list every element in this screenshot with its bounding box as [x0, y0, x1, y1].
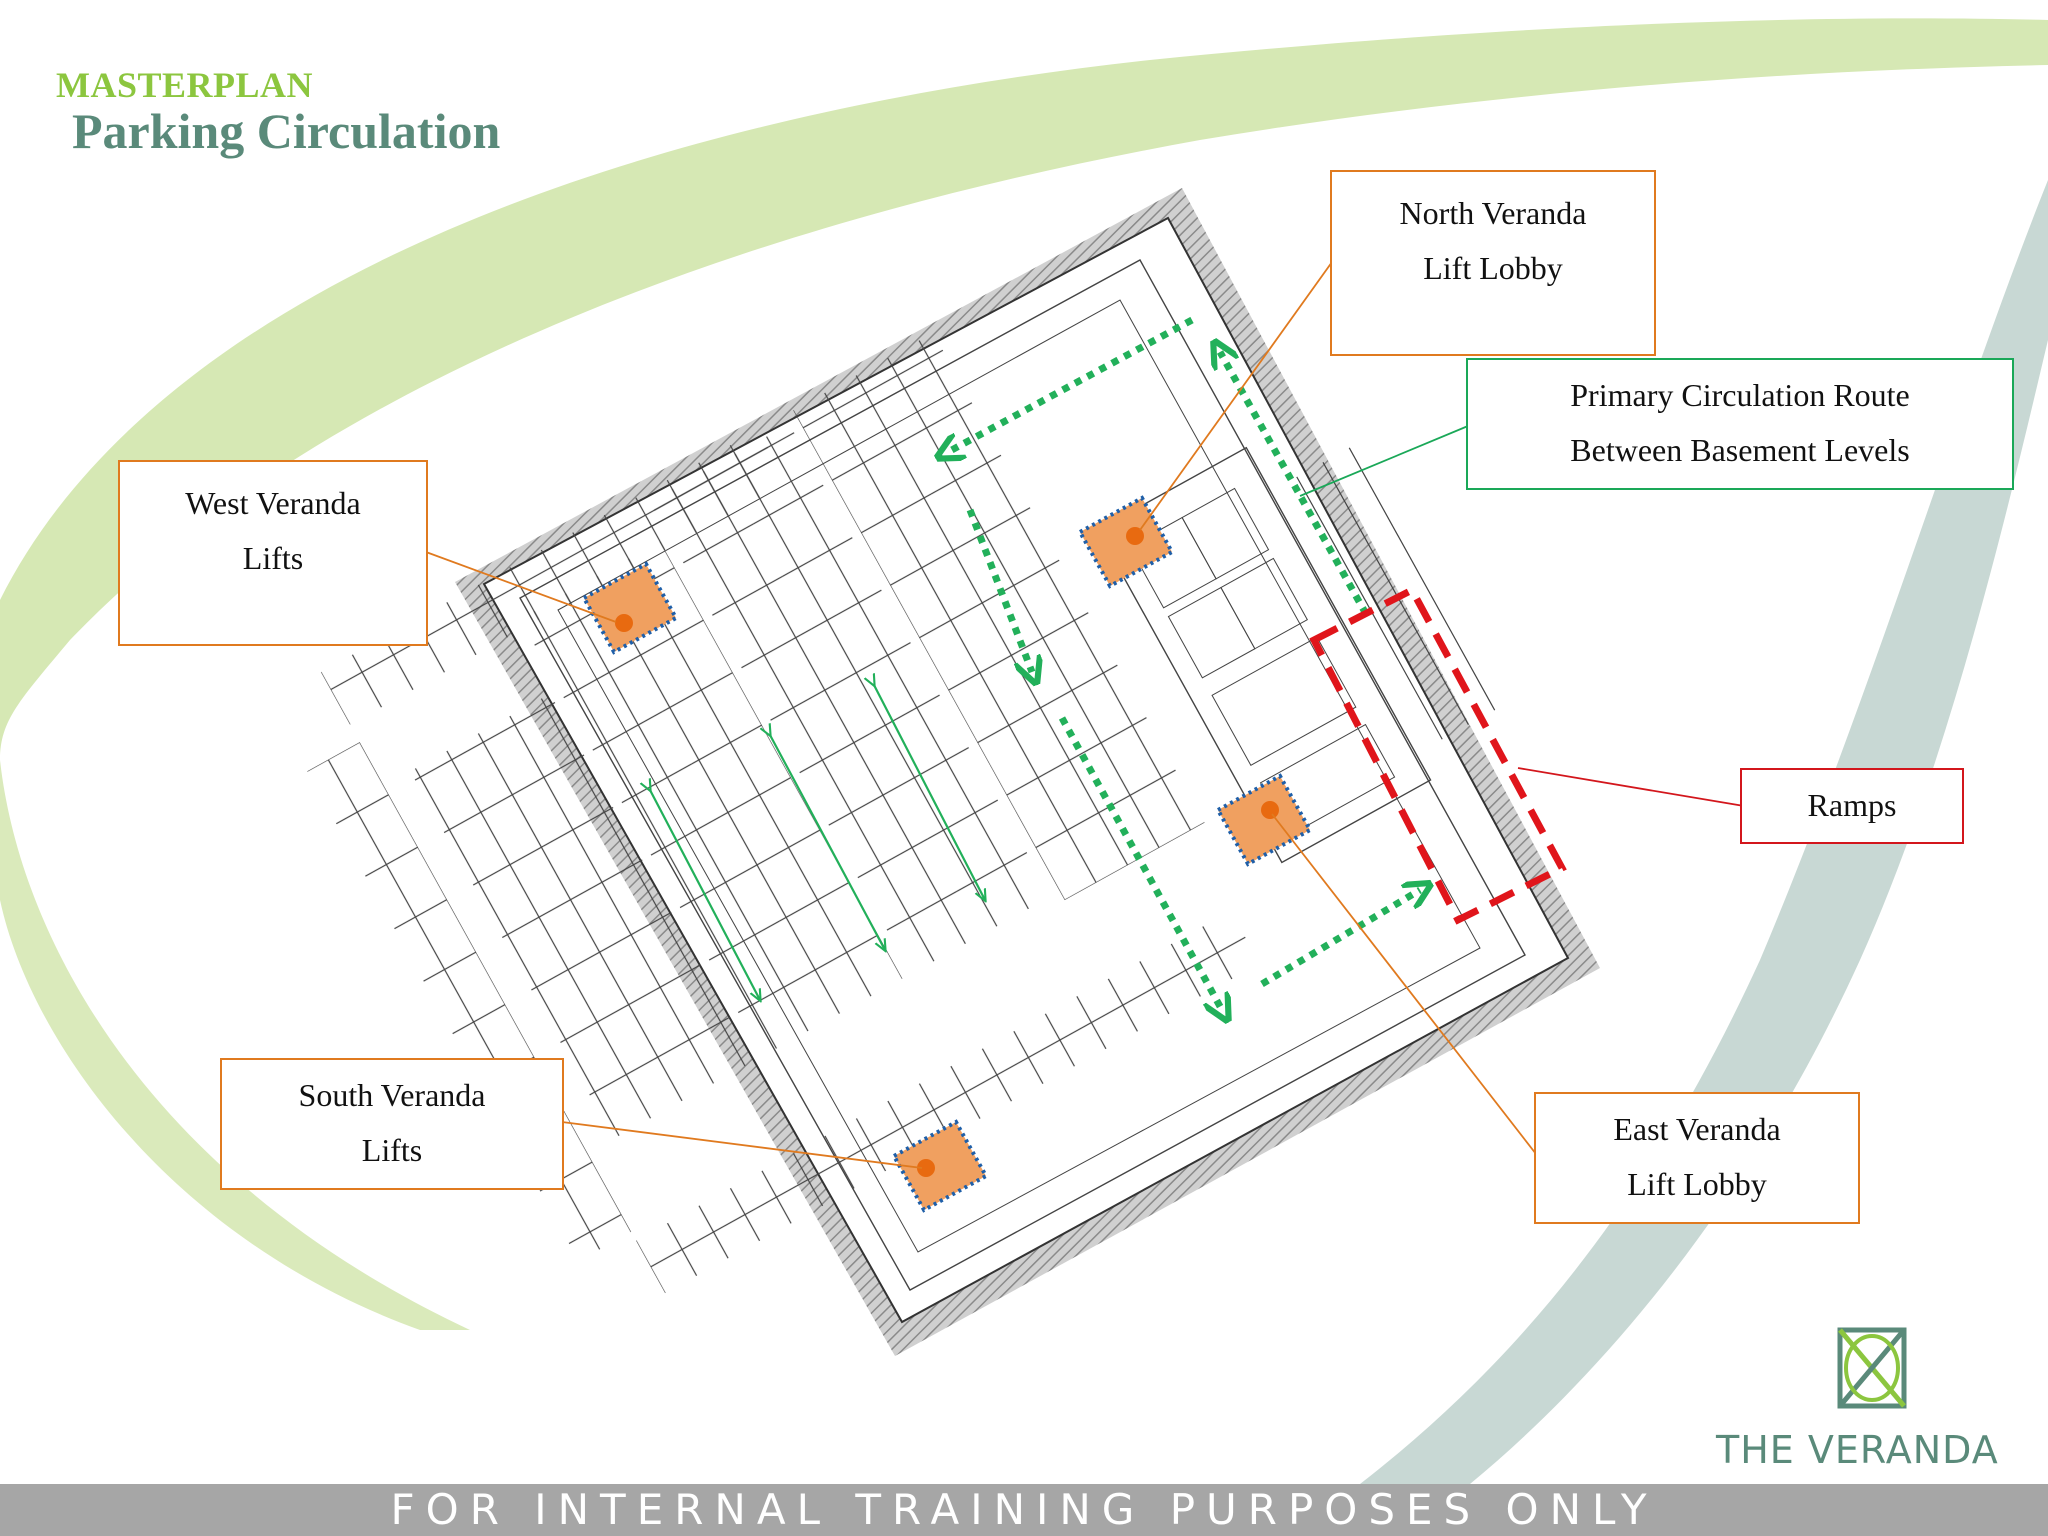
callout-east-veranda: East Veranda Lift Lobby	[1534, 1092, 1860, 1224]
callout-south-veranda: South Veranda Lifts	[220, 1058, 564, 1190]
traffic-arrows	[650, 685, 985, 1000]
callout-west-line1: West Veranda	[185, 485, 361, 521]
ramps-outline	[1309, 585, 1567, 925]
callout-primary-line1: Primary Circulation Route	[1570, 377, 1910, 413]
callout-south-line2: Lifts	[361, 1132, 423, 1168]
callout-south-line1: South Veranda	[298, 1077, 486, 1113]
basement-plan	[307, 188, 1600, 1356]
callout-north-veranda: North Veranda Lift Lobby	[1330, 170, 1656, 356]
callout-west-line2: Lifts	[242, 540, 304, 576]
lift-south	[891, 1119, 989, 1213]
footer-banner: FOR INTERNAL TRAINING PURPOSES ONLY	[0, 1484, 2048, 1536]
lift-east	[1215, 773, 1313, 867]
lift-west	[581, 561, 679, 655]
primary-circulation-route	[948, 316, 1420, 1010]
callout-primary-line2: Between Basement Levels	[1570, 432, 1910, 468]
lift-north	[1077, 495, 1175, 589]
callout-west-veranda: West Veranda Lifts	[118, 460, 428, 646]
leader-lines	[425, 261, 1745, 1169]
veranda-logo-mark	[1837, 1327, 1907, 1409]
callout-east-line1: East Veranda	[1613, 1111, 1781, 1147]
callout-ramps: Ramps	[1740, 768, 1964, 844]
green-swoosh-lower	[0, 760, 470, 1330]
header-kicker: MASTERPLAN	[56, 65, 314, 105]
callout-north-line2: Lift Lobby	[1423, 250, 1563, 286]
callout-north-line1: North Veranda	[1399, 195, 1587, 231]
green-swoosh	[0, 18, 2048, 760]
page-title: Parking Circulation	[72, 103, 501, 159]
callout-east-line2: Lift Lobby	[1627, 1166, 1767, 1202]
callout-primary-route: Primary Circulation Route Between Baseme…	[1466, 358, 2014, 490]
callout-ramps-line1: Ramps	[1807, 787, 1897, 823]
logo-wordmark: THE VERANDA	[1716, 1428, 1999, 1472]
core-block	[1096, 446, 1496, 864]
